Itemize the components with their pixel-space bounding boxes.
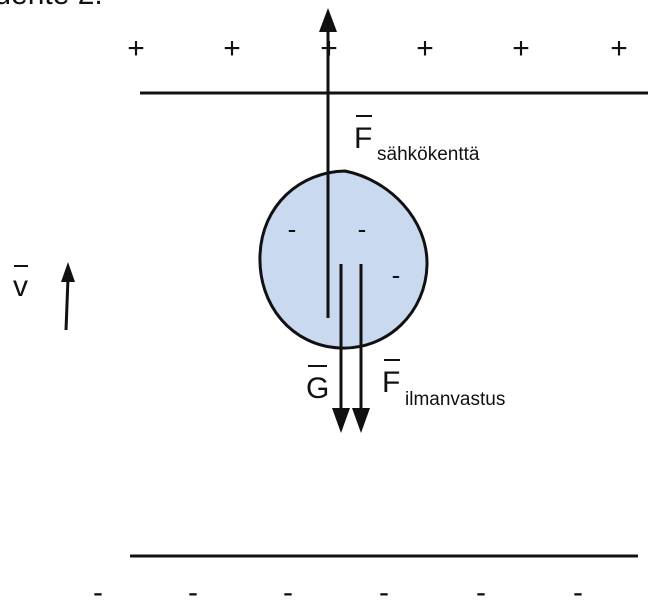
drag-arrowhead (352, 408, 370, 433)
drop-charge-2: - (358, 214, 367, 244)
heading-fragment: tuente 2. (0, 0, 103, 11)
drop-charge-3: - (392, 260, 401, 290)
drag-symbol: F (382, 366, 400, 399)
bottom-charge-1: - (93, 576, 103, 607)
drop-charge-1: - (288, 214, 297, 244)
top-charge-6: + (610, 32, 628, 65)
bottom-charge-3: - (283, 576, 293, 607)
top-charge-1: + (127, 32, 145, 65)
top-charge-4: + (416, 32, 434, 65)
bottom-charge-4: - (379, 576, 389, 607)
bottom-charge-5: - (476, 576, 486, 607)
top-charge-2: + (223, 32, 241, 65)
top-charge-5: + (512, 32, 530, 65)
oil-drop (258, 169, 429, 350)
gravity-symbol: G (306, 372, 329, 405)
drag-subscript: ilmanvastus (405, 389, 505, 410)
velocity-arrowhead (61, 262, 75, 282)
velocity-symbol: v (13, 270, 28, 303)
electric-force-subscript: sähkökenttä (377, 144, 480, 165)
gravity-arrowhead (332, 408, 350, 433)
electric-force-arrowhead (319, 8, 337, 32)
electric-force-symbol: F (354, 122, 372, 155)
bottom-charge-6: - (573, 576, 583, 607)
velocity-arrow-shaft (64, 277, 70, 331)
bottom-charge-2: - (188, 576, 198, 607)
